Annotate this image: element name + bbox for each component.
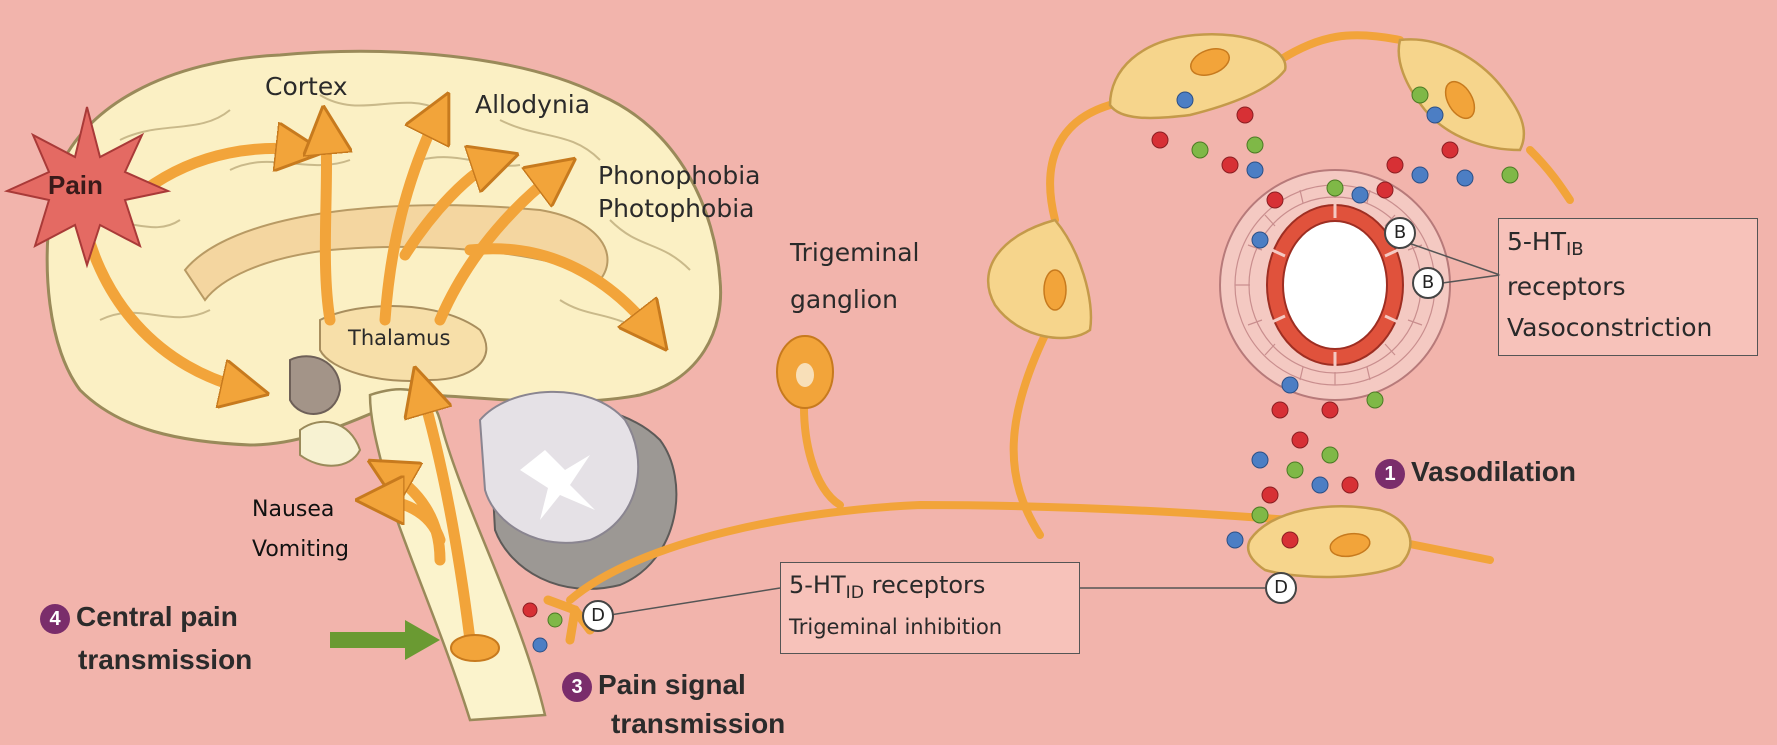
step-pain-signal-line2: transmission (611, 707, 785, 741)
brain-outline (47, 51, 720, 445)
label-nausea: Nausea (252, 497, 334, 522)
thalamus-arrow-1 (325, 125, 330, 320)
vessel-lumen (1283, 221, 1387, 349)
ganglion-nucleus (796, 363, 814, 387)
label-phonophobia: Phonophobia (598, 161, 761, 190)
receptor-marker-b-lower: B (1412, 267, 1444, 299)
receptor-1d-title: 5-HTID receptors (789, 571, 985, 603)
neuron-top-link (1280, 35, 1400, 60)
label-photophobia: Photophobia (598, 194, 754, 223)
pituitary-shape (300, 422, 360, 466)
step-badge-3: 3 (562, 672, 592, 702)
label-thalamus: Thalamus (348, 326, 450, 350)
label-ganglion: ganglion (790, 285, 898, 314)
receptor-marker-d-right: D (1265, 572, 1297, 604)
step-badge-1: 1 (1375, 459, 1405, 489)
label-allodynia: Allodynia (475, 90, 590, 119)
neuron-cell-left (988, 220, 1091, 338)
neuron-branch-lower (1014, 315, 1055, 535)
receptor-1d-line2: Trigeminal inhibition (789, 615, 1002, 639)
receptor-marker-d-left: D (582, 600, 614, 632)
receptor-1b-line2: receptors (1507, 272, 1626, 301)
neuron-branch-upper (1050, 105, 1110, 220)
step-label-pain-signal: Pain signal (598, 669, 746, 700)
neuron-cell-top (1110, 34, 1285, 118)
connector-d-left (610, 588, 780, 615)
step-label-central-pain: Central pain (76, 601, 238, 632)
step-badge-4: 4 (40, 604, 70, 634)
label-trigeminal: Trigeminal (790, 238, 919, 267)
step-label-vasodilation: Vasodilation (1411, 456, 1576, 487)
green-arrow (330, 620, 440, 660)
step-central-pain-line2: transmission (78, 643, 252, 677)
label-vomiting: Vomiting (252, 537, 349, 562)
receptor-marker-b-upper: B (1384, 217, 1416, 249)
receptor-1b-box: 5-HTIB receptors Vasoconstriction (1498, 218, 1758, 356)
receptor-1b-line3: Vasoconstriction (1507, 313, 1712, 342)
receptor-1b-title: 5-HTIB (1507, 227, 1584, 260)
brainstem-nucleus (451, 635, 499, 661)
receptor-1d-box: 5-HTID receptors Trigeminal inhibition (780, 562, 1080, 654)
neuron-right-tail (1530, 150, 1570, 200)
label-cortex: Cortex (265, 72, 348, 101)
label-pain: Pain (48, 170, 103, 201)
